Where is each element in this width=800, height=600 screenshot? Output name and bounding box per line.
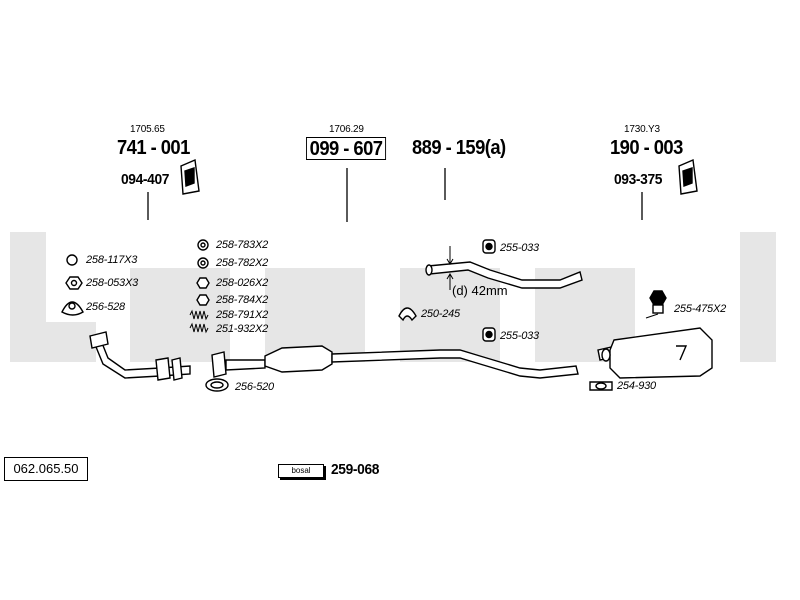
bosal-watermark xyxy=(10,232,776,362)
front-mount-kit-part-number[interactable]: 094-407 xyxy=(121,171,170,188)
clamp-254-930-icon xyxy=(589,381,613,391)
part-label-250-245[interactable]: 250-245 xyxy=(421,308,460,320)
front-pipe-ref: 1705.65 xyxy=(130,124,165,135)
mount-bracket-rear-icon xyxy=(678,158,698,195)
catalyst-ref: 1706.29 xyxy=(329,124,364,135)
clamp-250-245-icon xyxy=(398,307,417,322)
document-number: 062.065.50 xyxy=(4,457,88,481)
part-label-258-784[interactable]: 258-784X2 xyxy=(216,294,269,306)
rear-mount-kit-part-number[interactable]: 093-375 xyxy=(614,171,663,188)
part-label-258-117[interactable]: 258-117X3 xyxy=(86,254,138,266)
rear-silencer-ref: 1730.Y3 xyxy=(624,124,660,135)
part-label-258-783[interactable]: 258-783X2 xyxy=(216,239,269,251)
rear-silencer-drawing xyxy=(597,327,713,379)
catalyst-drawing xyxy=(211,345,579,379)
intermediate-pipe-part-number[interactable]: 889 - 159(a) xyxy=(412,137,506,159)
ring-258-117-icon xyxy=(66,254,78,266)
part-label-258-026[interactable]: 258-026X2 xyxy=(216,277,269,289)
nut-258-784-icon xyxy=(196,294,210,306)
part-label-258-791[interactable]: 258-791X2 xyxy=(216,309,269,321)
part-label-255-033-bottom[interactable]: 255-033 xyxy=(500,330,539,342)
hanger-255-033-top-icon xyxy=(482,239,496,254)
part-label-258-053[interactable]: 258-053X3 xyxy=(86,277,139,289)
front-pipe-drawing xyxy=(89,331,191,381)
catalyst-part-number[interactable]: 099 - 607 xyxy=(306,137,387,160)
part-label-255-033-top[interactable]: 255-033 xyxy=(500,242,539,254)
intermediate-pipe-drawing xyxy=(425,261,583,289)
front-pipe-part-number[interactable]: 741 - 001 xyxy=(117,137,190,159)
nut-258-026-icon xyxy=(196,277,210,289)
part-label-258-782[interactable]: 258-782X2 xyxy=(216,257,269,269)
spring-258-791-icon xyxy=(189,309,209,321)
gasket-256-520-icon xyxy=(205,378,229,392)
pipe-diameter-note: (d) 42mm xyxy=(452,283,508,298)
bosal-logo: bosal xyxy=(278,464,324,478)
part-label-254-930[interactable]: 254-930 xyxy=(617,380,656,392)
part-label-251-932[interactable]: 251-932X2 xyxy=(216,323,269,335)
diameter-marker xyxy=(446,246,454,290)
hanger-255-033-bottom-icon xyxy=(482,327,496,342)
nut-255-475-icon xyxy=(645,290,667,319)
part-label-255-475[interactable]: 255-475X2 xyxy=(674,303,727,315)
spring-251-932-icon xyxy=(189,322,209,334)
assembly-kit-part-number[interactable]: 259-068 xyxy=(331,461,380,478)
part-label-256-520[interactable]: 256-520 xyxy=(235,381,274,393)
rear-silencer-part-number[interactable]: 190 - 003 xyxy=(610,137,683,159)
part-label-256-528[interactable]: 256-528 xyxy=(86,301,125,313)
mount-bracket-front-icon xyxy=(180,158,200,195)
